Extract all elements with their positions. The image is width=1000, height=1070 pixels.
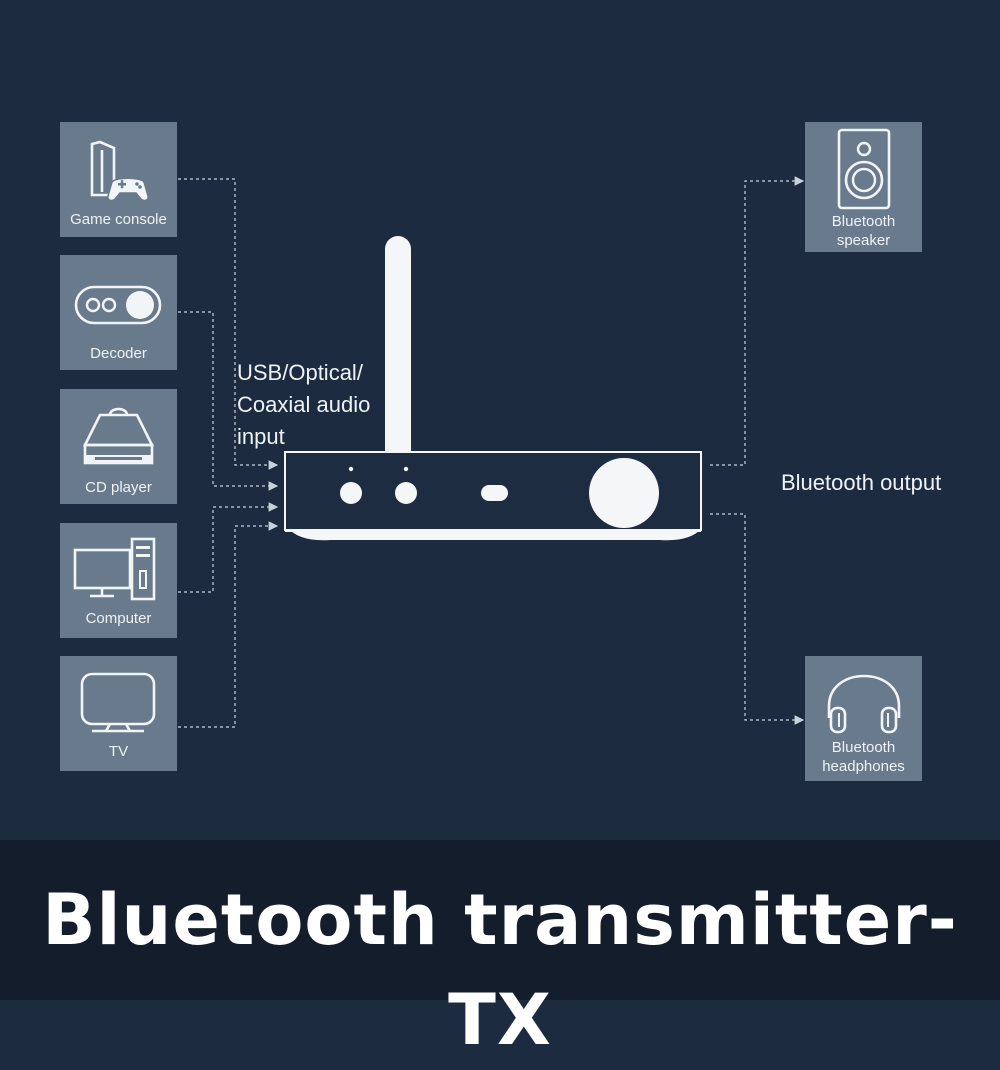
game-console-icon bbox=[90, 140, 149, 202]
input-label: TV bbox=[108, 743, 129, 760]
output-caption: Bluetooth output bbox=[781, 470, 942, 495]
input-box-computer: Computer bbox=[60, 523, 177, 638]
transmitter-device bbox=[284, 236, 702, 541]
indicator-led bbox=[348, 466, 354, 472]
indicator-led bbox=[403, 466, 409, 472]
input-caption-line: input bbox=[237, 424, 285, 449]
input-box-decoder: Decoder bbox=[60, 255, 177, 370]
input-box-cd-player: CD player bbox=[60, 389, 177, 504]
connection-lines bbox=[178, 176, 805, 728]
output-box-speaker: Bluetooth speaker bbox=[805, 122, 922, 252]
wire-headphones bbox=[710, 513, 805, 725]
volume-knob bbox=[589, 458, 659, 528]
front-button bbox=[395, 482, 417, 504]
input-label: Computer bbox=[85, 610, 152, 627]
input-caption-line: USB/Optical/ bbox=[237, 360, 363, 385]
wire-speaker bbox=[710, 176, 805, 466]
footer-banner bbox=[0, 840, 1000, 1000]
speaker-icon bbox=[837, 128, 891, 210]
front-port bbox=[481, 485, 508, 501]
tv-icon bbox=[80, 672, 156, 733]
input-caption: USB/Optical/ Coaxial audio input bbox=[237, 357, 370, 453]
output-box-headphones: Bluetooth headphones bbox=[805, 656, 922, 781]
input-box-game-console: Game console bbox=[60, 122, 177, 237]
diagram-canvas: Game console Decoder CD player C bbox=[0, 122, 1000, 1061]
output-label-line2: speaker bbox=[836, 232, 891, 249]
input-caption-line: Coaxial audio bbox=[237, 392, 371, 417]
footer-title: Bluetooth transmitter-TX bbox=[42, 879, 958, 1061]
wire-decoder bbox=[178, 311, 279, 491]
wire-tv bbox=[178, 521, 279, 728]
input-label: Game console bbox=[70, 211, 167, 228]
input-label: CD player bbox=[85, 479, 152, 496]
headphones-icon bbox=[827, 674, 901, 734]
output-label-line1: Bluetooth bbox=[831, 739, 896, 756]
antenna bbox=[385, 236, 411, 466]
output-label-line2: headphones bbox=[822, 758, 905, 775]
computer-icon bbox=[73, 537, 156, 601]
cd-player-icon bbox=[82, 407, 155, 465]
output-label-line1: Bluetooth bbox=[831, 213, 896, 230]
wire-computer bbox=[178, 502, 279, 593]
front-button bbox=[340, 482, 362, 504]
decoder-icon bbox=[74, 285, 162, 325]
input-label: Decoder bbox=[90, 345, 147, 362]
wire-game-console bbox=[178, 178, 279, 470]
input-box-tv: TV bbox=[60, 656, 177, 771]
